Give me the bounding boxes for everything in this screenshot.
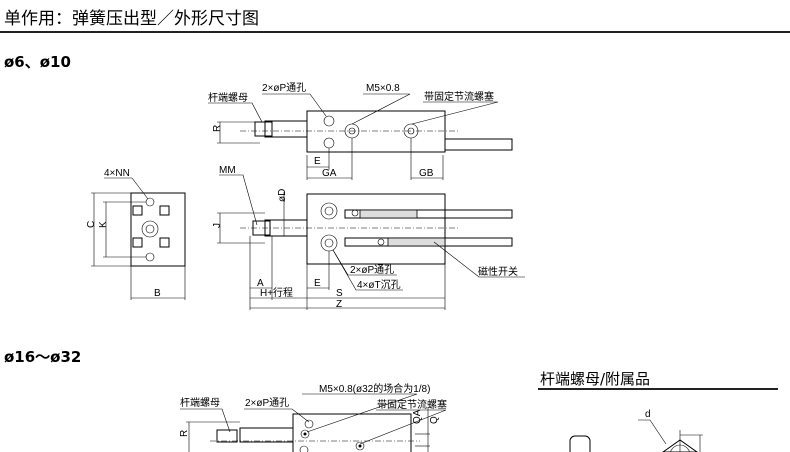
label-throttle-2: 带固定节流螺塞 <box>377 398 447 411</box>
section2-top-view: 杆端螺母 2×øP通孔 M5×0.8(ø32的场合为1/8) 带固定节流螺塞 R… <box>179 382 447 452</box>
label-H: H+行程 <box>260 286 293 299</box>
label-E: E <box>314 156 321 167</box>
label-E-2: E <box>314 278 321 289</box>
section1-heading: ø6、ø10 <box>4 53 71 71</box>
label-port-hole-2: 2×øP通孔 <box>350 264 394 276</box>
label-D: øD <box>277 189 288 202</box>
side-view: 4×NN C K B <box>86 168 186 300</box>
label-R-2: R <box>179 430 190 437</box>
label-J: J <box>212 223 223 228</box>
label-GB: GB <box>419 168 434 179</box>
label-port-hole: 2×øP通孔 <box>262 82 306 94</box>
label-QA: QA <box>412 409 423 424</box>
label-A: A <box>257 278 264 289</box>
page-title: 单作用：弹簧压出型／外形尺寸图 <box>4 9 259 29</box>
label-m5-2: M5×0.8(ø32的场合为1/8) <box>319 382 430 395</box>
label-MM: MM <box>219 165 236 176</box>
rod-nut-accessory: d <box>569 409 703 452</box>
label-m5: M5×0.8 <box>366 83 400 94</box>
label-NN: 4×NN <box>104 168 130 179</box>
label-magnetic-switch: 磁性开关 <box>478 265 518 278</box>
accessory-heading: 杆端螺母/附属品 <box>540 370 651 388</box>
label-counterbore: 4×øT沉孔 <box>357 278 401 291</box>
label-rod-nut-2: 杆端螺母 <box>180 396 220 409</box>
label-rod-nut: 杆端螺母 <box>208 91 248 104</box>
label-Z: Z <box>336 299 342 310</box>
accessory-divider <box>538 388 778 390</box>
top-view: 杆端螺母 2×øP通孔 M5×0.8 带固定节流螺塞 R E GA GB <box>208 82 513 180</box>
label-d: d <box>645 409 651 420</box>
label-S: S <box>336 288 343 299</box>
label-GA: GA <box>322 168 337 179</box>
label-Q: Q <box>429 416 440 424</box>
label-throttle: 带固定节流螺塞 <box>424 90 494 103</box>
label-K: K <box>98 221 109 228</box>
front-view: MM øD J 2×øP通孔 4×øT沉孔 磁性开关 A H+行程 E S Z <box>212 165 525 310</box>
label-B: B <box>154 288 161 299</box>
label-C: C <box>86 221 97 228</box>
title-divider <box>0 31 790 33</box>
section2-heading: ø16～ø32 <box>4 348 82 366</box>
label-port-hole-3: 2×øP通孔 <box>245 397 289 409</box>
label-R: R <box>212 125 223 132</box>
